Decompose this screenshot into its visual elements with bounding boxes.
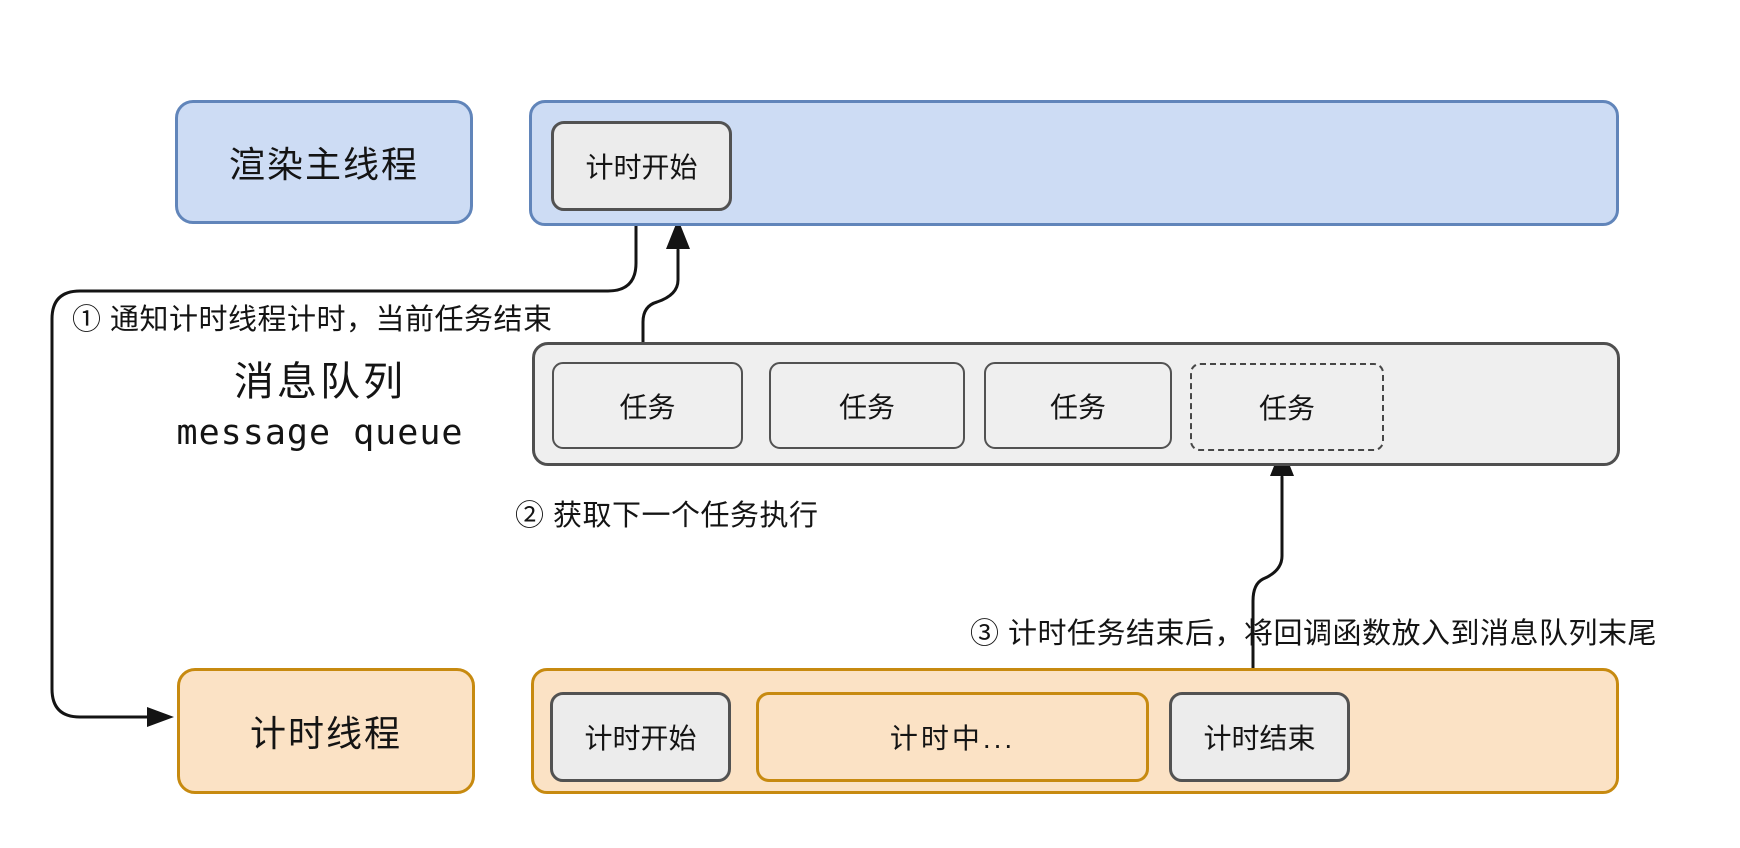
timer-start-chip-timer-lane: 计时开始 — [550, 692, 731, 782]
message-queue-label-en: message queue — [176, 413, 464, 453]
timer-thread-lane: 计时开始 计时中... 计时结束 — [531, 668, 1619, 794]
annotation-step2: ② 获取下一个任务执行 — [515, 500, 819, 532]
render-main-thread-box: 渲染主线程 — [175, 100, 473, 224]
task-chip-2: 任务 — [769, 362, 965, 449]
annotation-step1: ① 通知计时线程计时，当前任务结束 — [72, 304, 553, 336]
message-queue-label: 消息队列 message queue — [130, 362, 510, 451]
timer-start-chip-render-lane: 计时开始 — [551, 121, 732, 211]
render-main-thread-lane: 计时开始 — [529, 100, 1619, 226]
annotation-step3: ③ 计时任务结束后，将回调函数放入到消息队列末尾 — [970, 618, 1658, 650]
arrow-3-callback-to-queue — [1251, 475, 1284, 691]
timer-end-chip: 计时结束 — [1169, 692, 1350, 782]
task-chip-1: 任务 — [552, 362, 743, 449]
arrowhead-1 — [147, 707, 174, 727]
timing-in-progress-chip: 计时中... — [756, 692, 1149, 782]
message-queue-lane: 任务 任务 任务 任务 — [532, 342, 1620, 466]
task-chip-3: 任务 — [984, 362, 1172, 449]
pending-task-chip: 任务 — [1190, 363, 1384, 451]
message-queue-label-cn: 消息队列 — [234, 360, 406, 404]
timer-thread-box: 计时线程 — [177, 668, 475, 794]
